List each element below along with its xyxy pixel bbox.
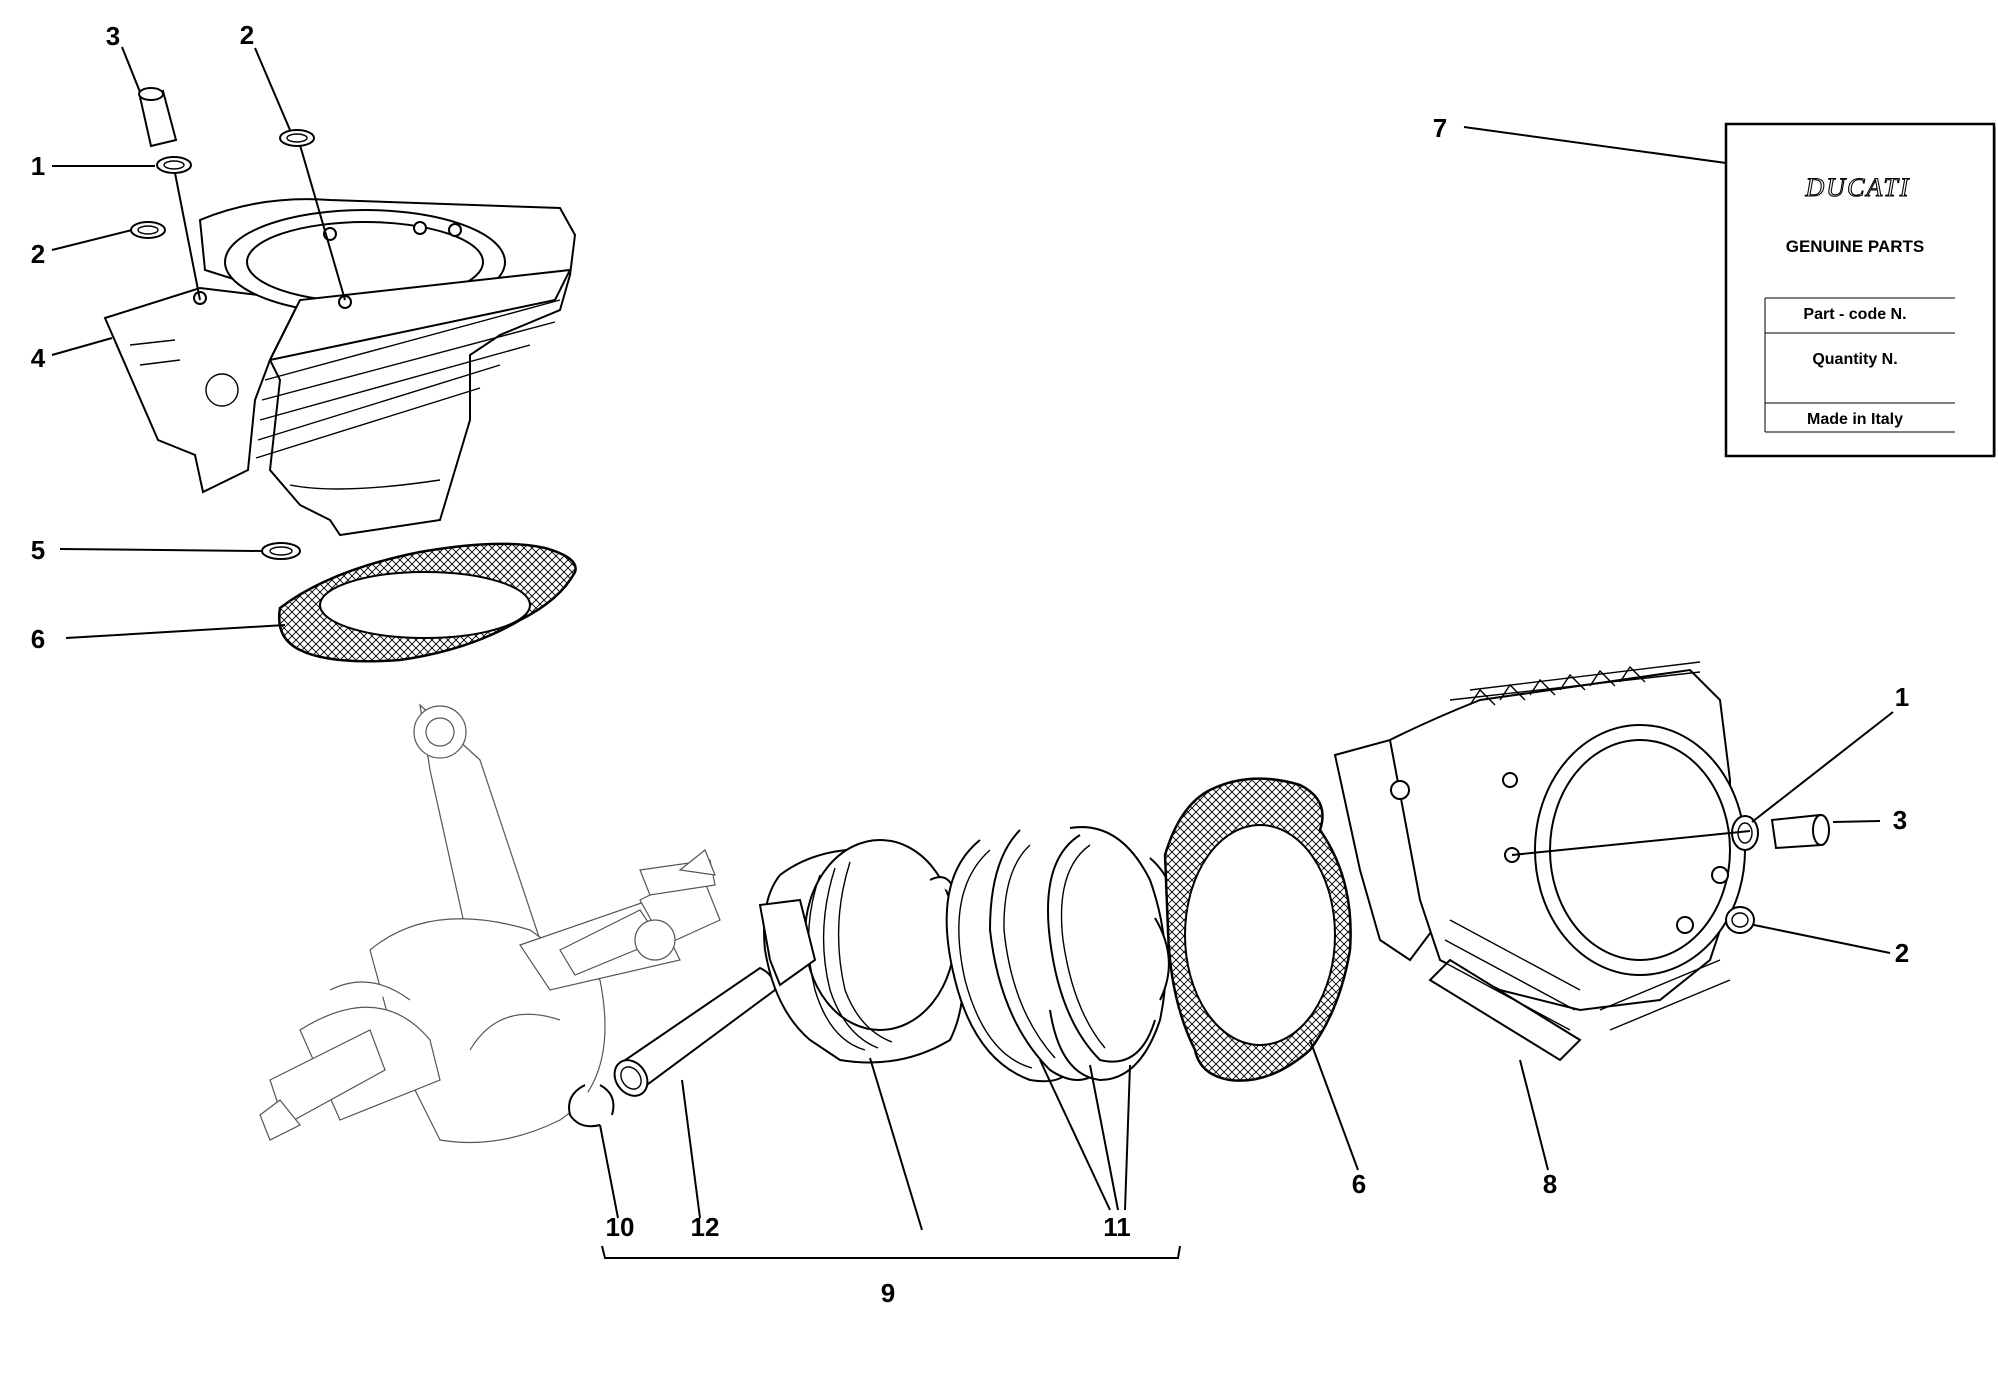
callout-1-left: 1 [31, 151, 45, 181]
callout-2-top: 2 [240, 20, 254, 50]
piston-pin [613, 966, 777, 1097]
o-ring-lower [261, 542, 301, 560]
base-gasket-lower [1163, 777, 1352, 1082]
label-part-code: Part - code N. [1803, 306, 1906, 323]
callout-2-left: 2 [31, 239, 45, 269]
label-origin: Made in Italy [1807, 411, 1903, 428]
leader-lines [51, 46, 1894, 1259]
crankshaft-drawing [259, 703, 721, 1144]
callout-3-right: 3 [1893, 805, 1907, 835]
callout-4: 4 [31, 343, 46, 373]
callout-12: 12 [691, 1212, 720, 1242]
callout-6-right: 6 [1352, 1169, 1366, 1199]
callout-1-right: 1 [1895, 682, 1909, 712]
callout-8: 8 [1543, 1169, 1557, 1199]
o-ring-upper-3 [130, 221, 166, 239]
o-ring-right-2 [1725, 906, 1755, 934]
cylinder-body-lower [1333, 661, 1746, 1062]
dowel-sleeve-upper [138, 87, 178, 148]
circlip [568, 1084, 615, 1128]
o-ring-upper-2 [279, 129, 315, 147]
o-ring-upper-1 [156, 156, 192, 174]
piston-rings [945, 826, 1172, 1083]
cylinder-upper-drawing [103, 87, 577, 663]
callout-3-top: 3 [106, 21, 120, 51]
cylinder-body-upper [103, 198, 577, 537]
callout-6-left: 6 [31, 624, 45, 654]
label-title: GENUINE PARTS [1786, 237, 1925, 256]
callout-5: 5 [31, 535, 45, 565]
callout-11: 11 [1103, 1212, 1131, 1242]
callout-numbers: 3 2 1 2 4 5 6 7 1 3 2 8 6 11 12 10 9 [31, 20, 1909, 1308]
label-brand: DUCATI [1805, 173, 1911, 202]
genuine-parts-label: DUCATI GENUINE PARTS Part - code N. Quan… [1724, 122, 1996, 458]
label-quantity: Quantity N. [1812, 351, 1897, 368]
callout-9: 9 [881, 1278, 895, 1308]
dowel-and-rings-right [1725, 813, 1830, 934]
base-gasket-upper [277, 542, 577, 663]
piston [758, 839, 965, 1064]
callout-2-right: 2 [1895, 938, 1909, 968]
callout-10: 10 [606, 1212, 635, 1242]
callout-7: 7 [1433, 113, 1447, 143]
